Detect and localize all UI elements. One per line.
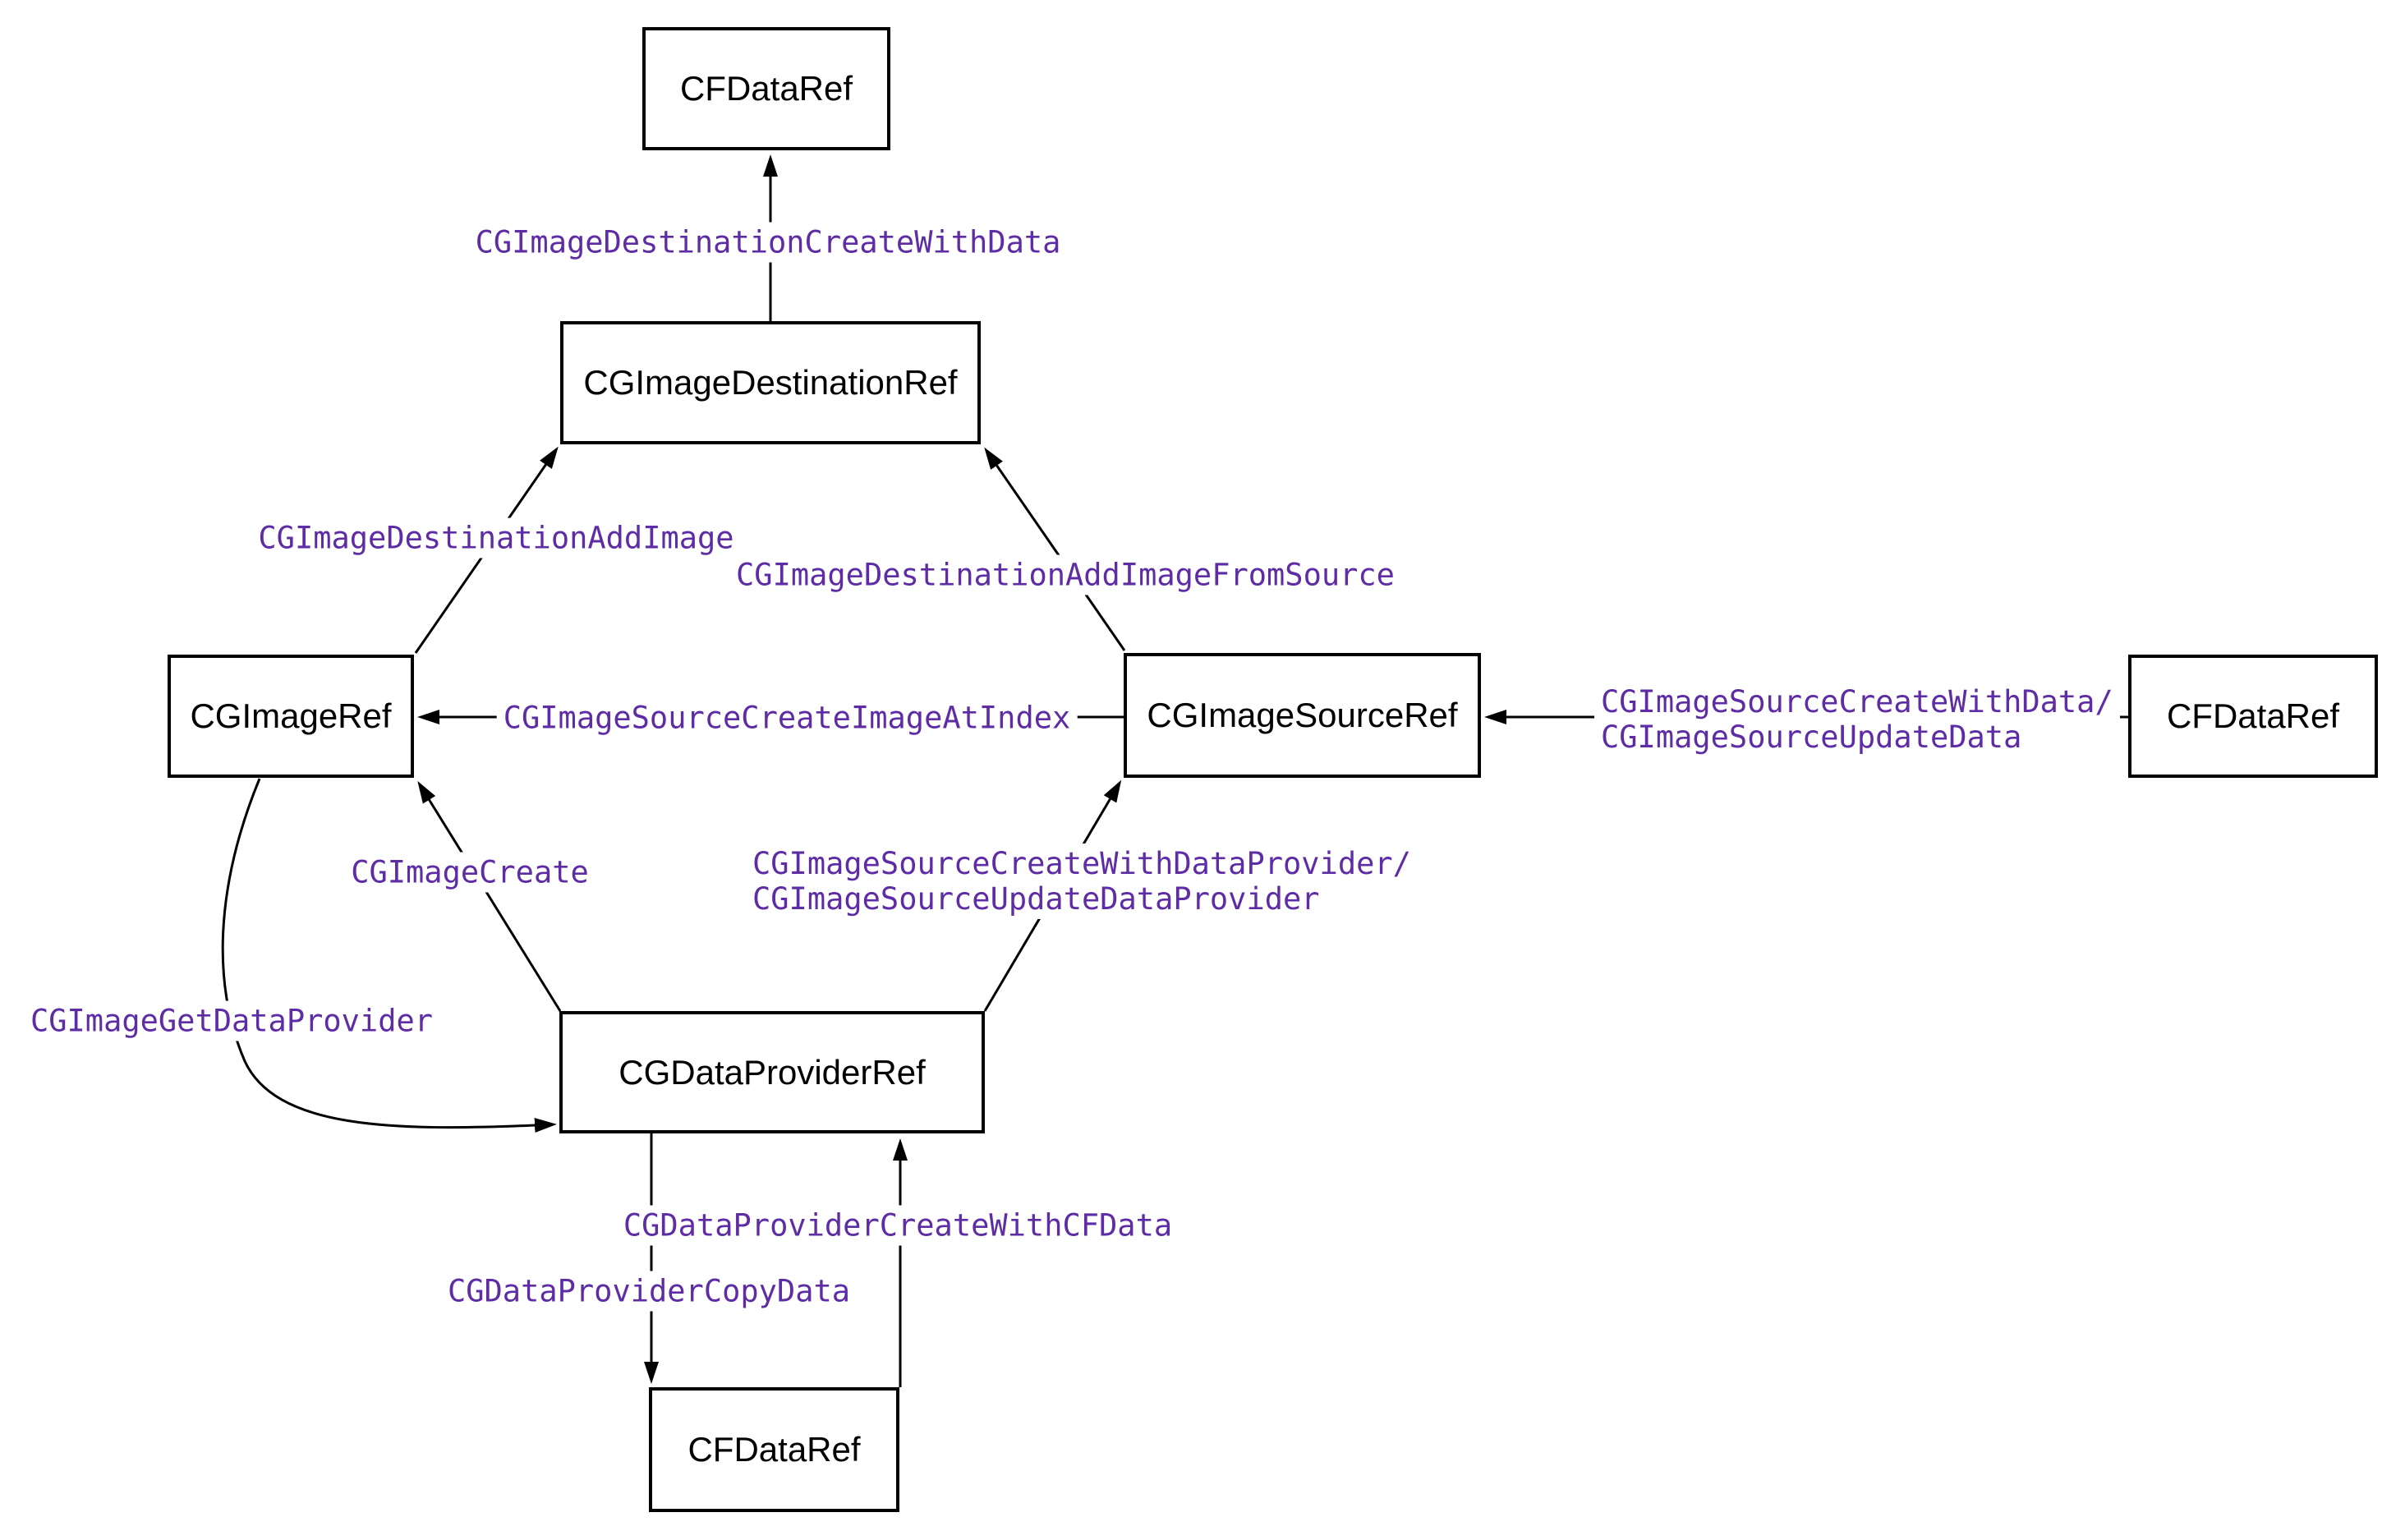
- edge-provider-to-imageref: [417, 780, 562, 1012]
- node-cgimagesourceref: CGImageSourceRef: [1124, 653, 1481, 778]
- node-cgimageref: CGImageRef: [168, 655, 414, 778]
- function-label-cgimagesourcecreateimageatindex: CGImageSourceCreateImageAtIndex: [496, 697, 1078, 738]
- node-label-cgimagedestinationref: CGImageDestinationRef: [583, 363, 958, 402]
- function-label-cgimagesourcecreatewithdata-updatedata: CGImageSourceCreateWithData/ CGImageSour…: [1594, 682, 2120, 757]
- function-label-cgimagedestinationcreatewithdata: CGImageDestinationCreateWithData: [468, 222, 1068, 263]
- node-cfdataref-bottom: CFDataRef: [649, 1387, 899, 1512]
- edge-imageref-to-provider-curve: [221, 778, 557, 1133]
- function-label-cgdataprovidercreatewithcfdata: CGDataProviderCreateWithCFData: [616, 1205, 1180, 1246]
- node-label-cgimageref: CGImageRef: [190, 696, 392, 735]
- node-label-cfdataref-top: CFDataRef: [679, 69, 853, 108]
- edge-imageref-to-destination: [414, 446, 559, 654]
- function-label-cgimagedestinationaddimage: CGImageDestinationAddImage: [251, 517, 741, 559]
- node-cgdataproviderref: CGDataProviderRef: [559, 1011, 985, 1133]
- node-cfdataref-top: CFDataRef: [642, 27, 890, 150]
- function-label-cgdataprovidercopydata: CGDataProviderCopyData: [440, 1271, 858, 1312]
- node-label-cgimagesourceref: CGImageSourceRef: [1147, 696, 1458, 734]
- function-label-cgimagegetdataprovider: CGImageGetDataProvider: [23, 1000, 440, 1041]
- node-cgimagedestinationref: CGImageDestinationRef: [560, 321, 981, 444]
- node-cfdataref-right: CFDataRef: [2128, 655, 2378, 778]
- function-label-cgimagecreate: CGImageCreate: [344, 852, 596, 893]
- node-label-cfdataref-right: CFDataRef: [2166, 696, 2340, 735]
- function-label-cgimagesourcecreatewithdataprovider: CGImageSourceCreateWithDataProvider/ CGI…: [746, 844, 1418, 919]
- node-label-cgdataproviderref: CGDataProviderRef: [618, 1052, 926, 1092]
- node-label-cfdataref-bottom: CFDataRef: [687, 1430, 861, 1469]
- function-label-cgimagedestinationaddimagefromsource: CGImageDestinationAddImageFromSource: [729, 554, 1401, 595]
